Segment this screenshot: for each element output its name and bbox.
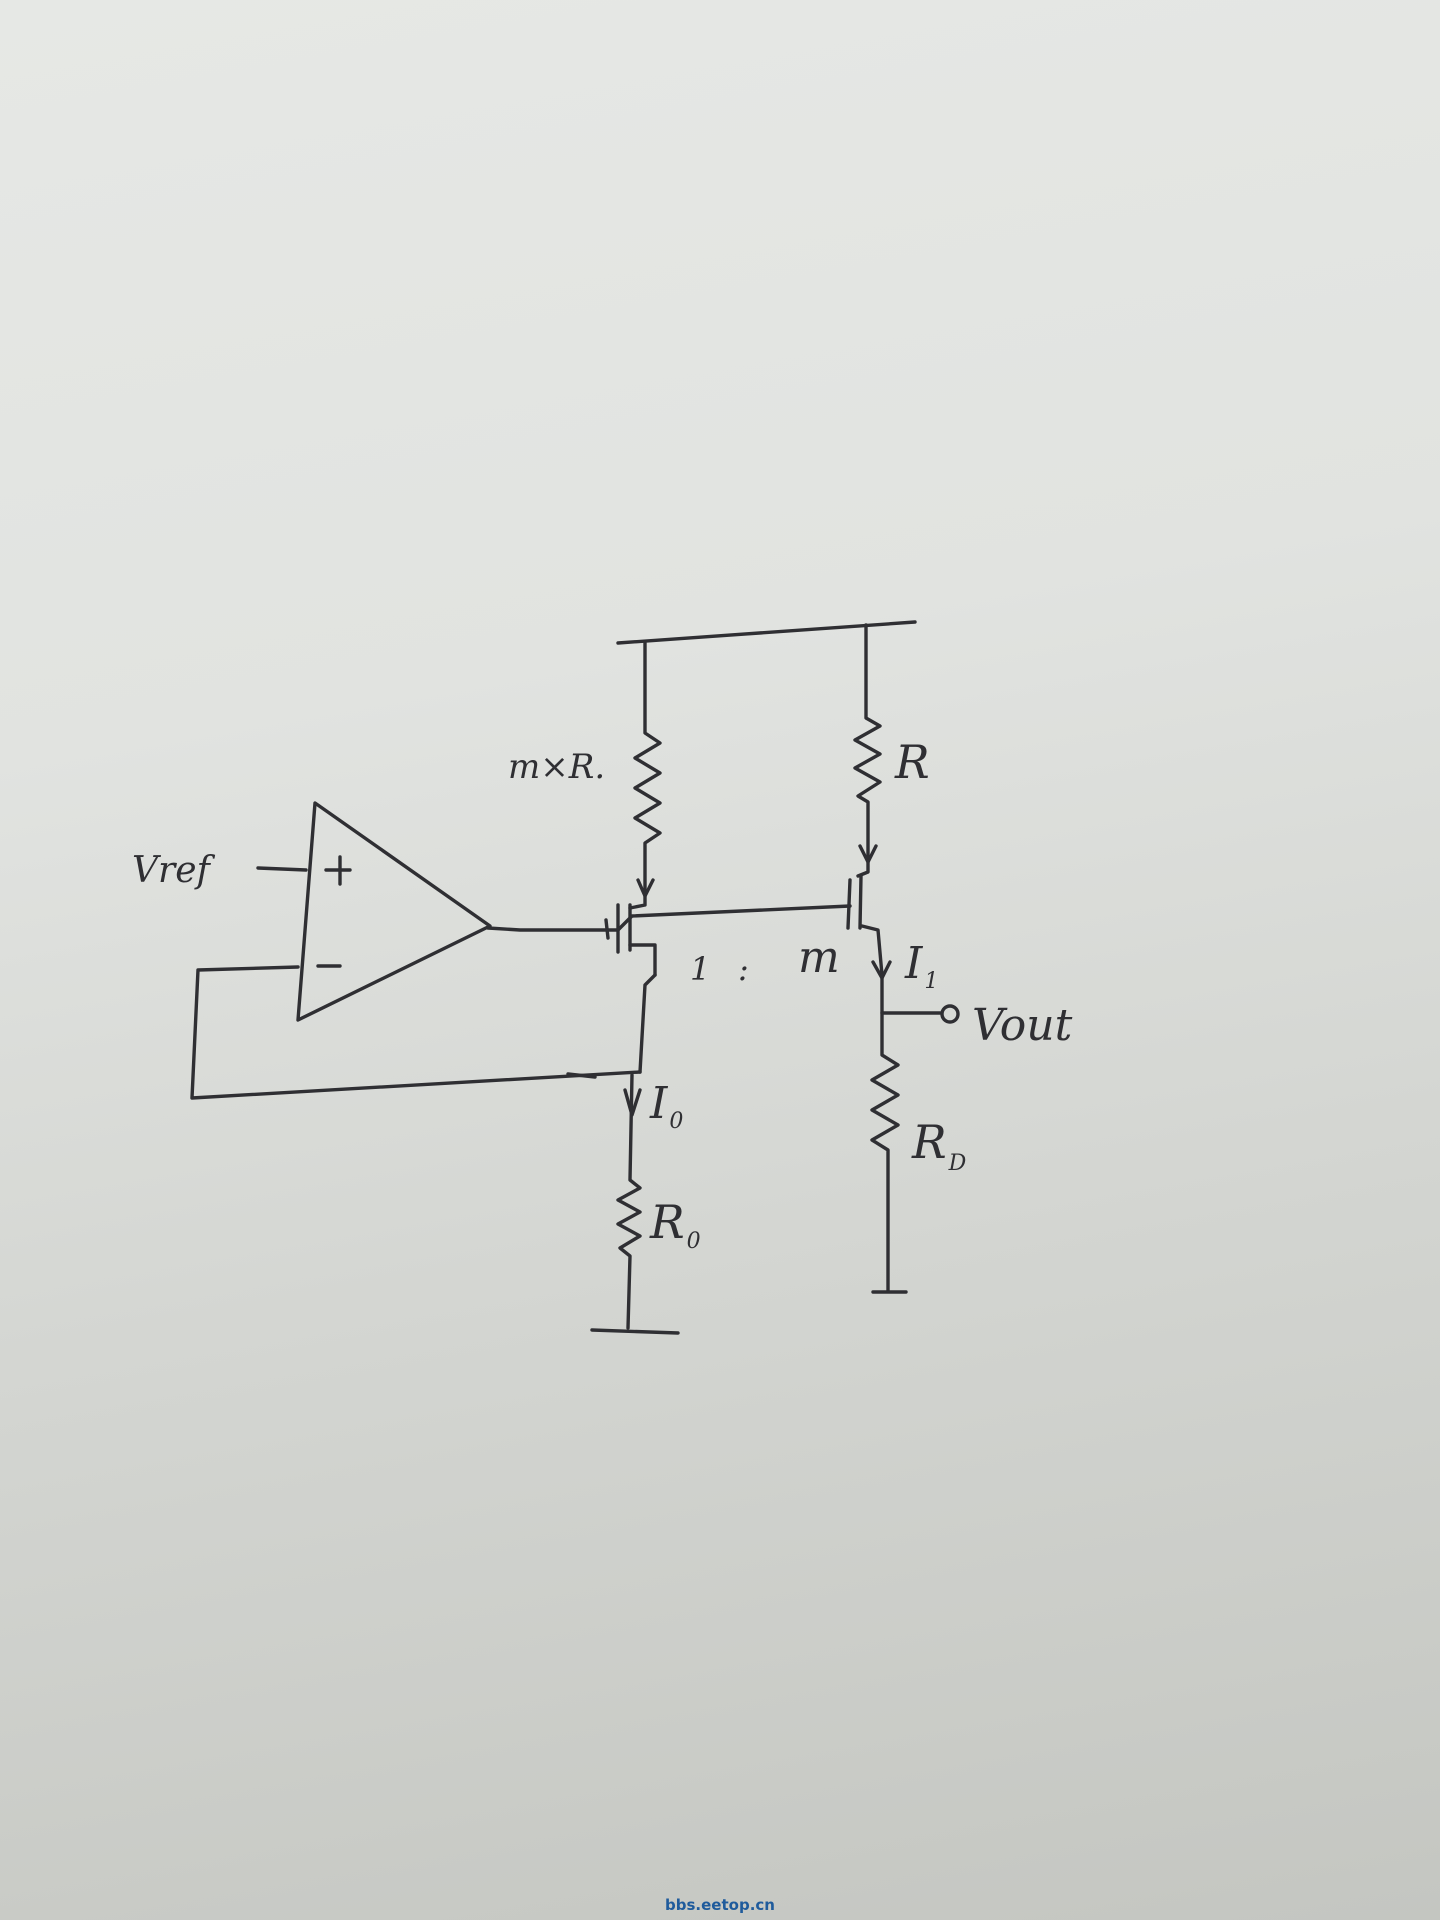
label-vout: Vout [972,1000,1073,1051]
resistor-rd [870,1011,900,1292]
resistor-r [853,623,882,862]
label-ratio-sep: : [738,950,749,988]
label-vref: Vref [132,850,216,891]
feedback-wire [190,965,642,1100]
resistor-mxr [633,641,662,895]
wire-left-source-down [638,973,657,1074]
label-ratio-left: 1 [690,950,710,988]
label-i0: I0 [649,1078,683,1134]
opamp-plus-input [256,866,308,872]
transistor-right-channel [858,874,863,930]
gate-tick [604,918,610,940]
arrow-feedback [566,1072,597,1079]
label-r0: R0 [649,1195,701,1254]
wire-right-drain [856,858,870,878]
label-rd: RD [911,1115,967,1176]
label-r: R [894,735,930,789]
ground-bottom [590,1328,680,1335]
label-i1: I1 [904,938,938,994]
gate-wire [486,904,852,932]
resistor-r0 [616,1073,642,1330]
transistor-right-gate-plate [846,878,852,930]
supply-rail [616,620,917,645]
label-mxr: m×R. [508,747,605,787]
opamp-triangle [296,801,492,1022]
wire-left-drain [628,891,647,910]
output-terminal [940,1004,960,1024]
label-ratio-right: m [798,932,840,983]
transistor-right-source [860,924,884,977]
transistor-left-source [628,943,657,977]
watermark: bbs.eetop.cn [665,1896,775,1914]
